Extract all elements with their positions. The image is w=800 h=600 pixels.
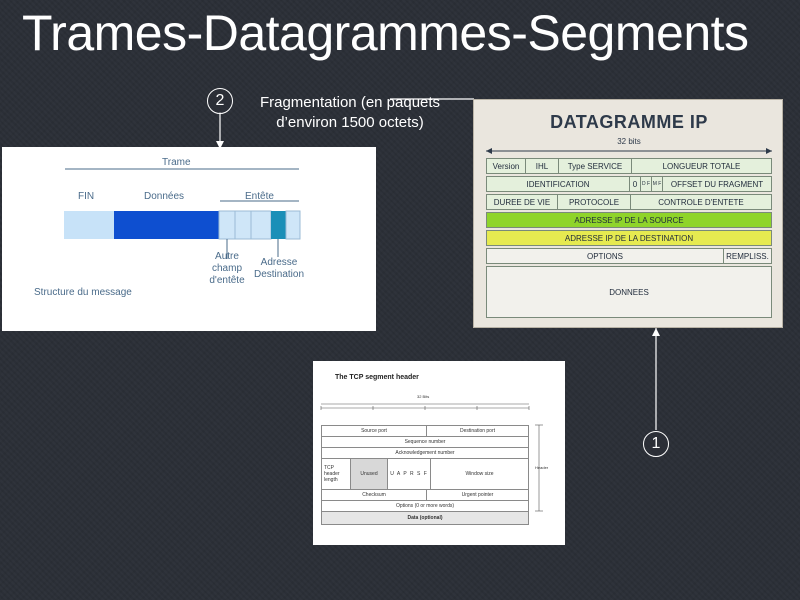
sequence-number-field: Sequence number	[404, 439, 446, 445]
ip-row-1: Version IHL Type SERVICE LONGUEUR TOTALE	[486, 158, 772, 174]
step-marker-1: 1	[643, 431, 669, 457]
urgent-pointer-field: Urgent pointer	[461, 492, 494, 498]
ip-row-destination: ADRESSE IP DE LA DESTINATION	[486, 230, 772, 246]
destination-port-field: Destination port	[459, 428, 496, 434]
tcp-title: The TCP segment header	[335, 374, 419, 381]
checksum-field: Checksum	[322, 490, 427, 500]
ip-datagram-title: DATAGRAMME IP	[550, 112, 708, 132]
identification-field: IDENTIFICATION	[487, 177, 630, 191]
tcp-row-data: Data (optional)	[321, 511, 529, 525]
tcp-segment-image: The TCP segment header 32 Bits Source po…	[313, 361, 565, 545]
ip-row-2: IDENTIFICATION 0 D F M F OFFSET DU FRAGM…	[486, 176, 772, 192]
ack-number-field: Acknowledgement number	[395, 450, 455, 456]
flag-df-field: D F	[641, 177, 652, 191]
bits-label: 32 bits	[617, 137, 641, 146]
adresse-destination-field: ADRESSE IP DE LA DESTINATION	[564, 233, 694, 243]
longueur-totale-field: LONGUEUR TOTALE	[662, 161, 741, 171]
fragmentation-caption: Fragmentation (en paquets d’environ 1500…	[259, 94, 441, 131]
tcp-bits-label: 32 Bits	[417, 394, 430, 399]
ip-datagram-image: DATAGRAMME IP 32 bits Version IHL Type S…	[473, 99, 783, 328]
tcp-header-length-field: TCP header length	[322, 459, 351, 489]
step-marker-1-label: 1	[651, 435, 661, 452]
protocole-field: PROTOCOLE	[558, 195, 631, 209]
offset-fragment-field: OFFSET DU FRAGMENT	[670, 179, 764, 189]
ip-row-source: ADRESSE IP DE LA SOURCE	[486, 212, 772, 228]
unused-field: Unused	[351, 459, 388, 489]
duree-de-vie-field: DUREE DE VIE	[487, 195, 558, 209]
trame-label: Trame	[162, 157, 191, 168]
options-field: OPTIONS	[487, 249, 724, 263]
ihl-field: IHL	[526, 159, 559, 173]
adresse-destination-label: Adresse Destination	[253, 257, 305, 280]
type-service-field: Type SERVICE	[559, 159, 632, 173]
step-marker-2-label: 2	[215, 92, 225, 109]
slide-title: Trames-Datagrammes-Segments	[22, 5, 749, 61]
entete-label: Entête	[245, 191, 274, 202]
donnees-field: DONNEES	[609, 287, 649, 297]
controle-entete-field: CONTROLE D'ENTETE	[658, 197, 744, 207]
tcp-header-brace	[535, 424, 543, 512]
ip-row-donnees: DONNEES	[486, 266, 772, 318]
tcp-data-field: Data (optional)	[407, 515, 443, 521]
tcp-header-side-label: Header	[535, 465, 549, 470]
ip-row-options: OPTIONS REMPLISS.	[486, 248, 772, 264]
structure-label: Structure du message	[34, 287, 132, 298]
flag-mf-field: M F	[652, 177, 663, 191]
flags-field: U A P R S F	[388, 459, 431, 489]
tcp-bits-ruler	[320, 403, 530, 410]
message-structure-image: Trame FIN Données Entête Autre champ d'e…	[2, 147, 376, 331]
fin-label: FIN	[78, 191, 95, 202]
step-marker-2: 2	[207, 88, 233, 114]
source-port-field: Source port	[322, 426, 427, 436]
ip-row-3: DUREE DE VIE PROTOCOLE CONTROLE D'ENTETE	[486, 194, 772, 210]
tcp-options-field: Options (0 or more words)	[395, 503, 455, 509]
window-size-field: Window size	[465, 471, 494, 477]
flag-zero-field: 0	[630, 177, 641, 191]
donnees-label: Données	[144, 191, 185, 202]
remplissage-field: REMPLISS.	[726, 251, 769, 261]
bits-arrow	[486, 148, 772, 154]
autre-champ-label: Autre champ d'entête	[209, 251, 245, 286]
adresse-source-field: ADRESSE IP DE LA SOURCE	[574, 215, 684, 225]
version-field: Version	[487, 159, 526, 173]
message-structure-diagram	[64, 168, 301, 259]
